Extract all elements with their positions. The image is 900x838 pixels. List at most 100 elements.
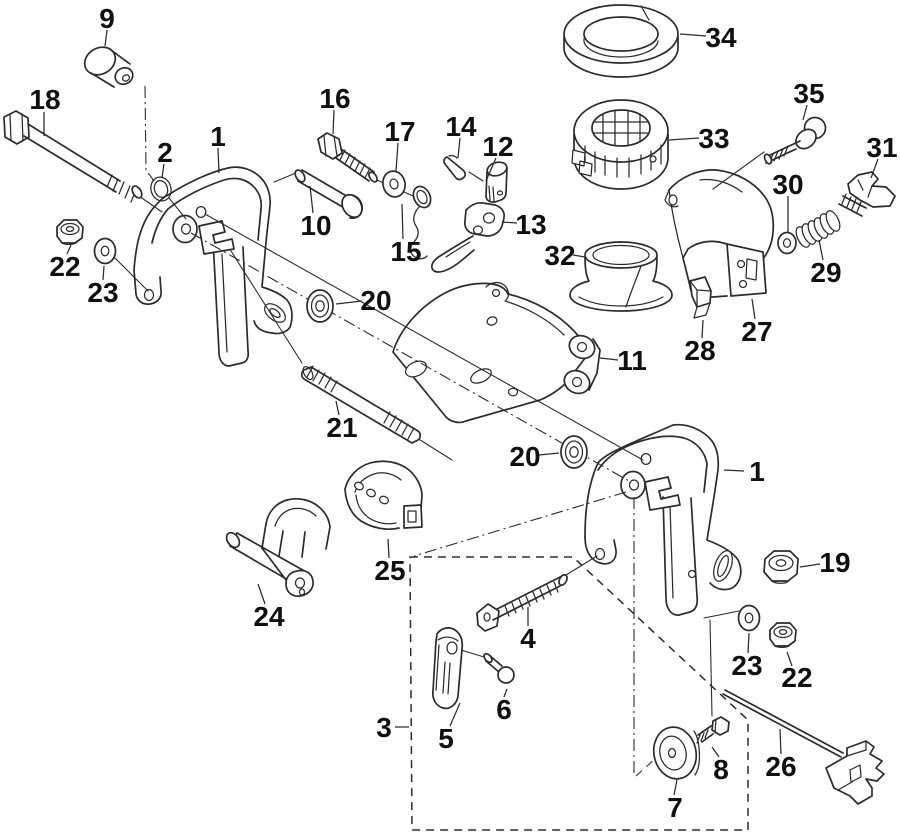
hex-bolt (317, 132, 378, 183)
callout-leader-31 (870, 158, 879, 179)
clamp-pad-disc (652, 726, 700, 780)
part-callout-4: 4 (520, 623, 536, 654)
callout-leader-22 (786, 651, 793, 667)
callout-leader-7 (673, 779, 678, 796)
callout-leader-25 (387, 538, 390, 559)
part-callout-20: 20 (509, 441, 540, 472)
part-callout-1: 1 (749, 456, 765, 487)
half-clamp (344, 460, 423, 531)
washer-17 (382, 170, 406, 198)
part-callout-19: 19 (819, 547, 850, 578)
nut-19 (763, 550, 799, 584)
pivot-screw (294, 169, 363, 220)
callout-leader-21 (335, 400, 340, 416)
callout-leader-2 (161, 163, 165, 179)
part-callout-28: 28 (684, 335, 715, 366)
rubber-mount (571, 99, 669, 190)
washer-23-left (93, 237, 117, 265)
callout-leader-29 (818, 239, 824, 261)
part-callout-22: 22 (781, 662, 812, 693)
callout-leader-13 (501, 221, 518, 224)
part-callout-25: 25 (374, 555, 405, 586)
part-callout-13: 13 (515, 209, 546, 240)
callout-leader-23 (102, 265, 105, 281)
transom-bracket-piece (225, 497, 331, 597)
part-callout-15: 15 (390, 236, 421, 267)
tilt-rod (722, 689, 885, 805)
clamp-bracket-starboard (584, 423, 742, 616)
part-callout-11: 11 (617, 345, 647, 376)
part-callout-26: 26 (765, 751, 796, 782)
adjust-bolt-35 (763, 116, 827, 165)
part-callout-5: 5 (438, 723, 454, 754)
callout-leader-14 (457, 137, 461, 159)
callout-leader-12 (485, 157, 497, 182)
nut-22-left (56, 219, 84, 246)
callout-leader-32 (572, 254, 586, 258)
clamp-screw-stud (476, 574, 568, 632)
part-callout-27: 27 (741, 316, 772, 347)
mount-cup-lower (569, 241, 673, 312)
nut-22-right (769, 622, 797, 649)
callout-leader-6 (503, 688, 508, 698)
callout-leader-19 (799, 563, 821, 568)
part-callout-8: 8 (713, 754, 729, 785)
callout-leader-11 (599, 357, 619, 361)
part-callout-12: 12 (482, 131, 513, 162)
part-callout-3: 3 (376, 712, 392, 743)
part-callout-33: 33 (698, 123, 729, 154)
washer-23-right (737, 604, 761, 632)
callout-leader-28 (701, 319, 704, 339)
part-callout-22: 22 (49, 251, 80, 282)
spring-29 (795, 210, 841, 248)
pad-bolt (696, 716, 730, 744)
washer-30 (777, 231, 797, 255)
spacer-cylinder (485, 161, 508, 204)
part-callout-23: 23 (731, 650, 762, 681)
callout-leader-10 (309, 185, 314, 214)
callout-leader-22 (66, 244, 72, 255)
part-callout-7: 7 (667, 792, 683, 823)
part-callout-9: 9 (99, 3, 115, 34)
lever-spring-clip (409, 185, 432, 260)
part-callout-16: 16 (319, 83, 350, 114)
part-callout-1: 1 (210, 121, 226, 152)
grommet-20-upper (306, 289, 334, 323)
callout-leader-23 (747, 632, 750, 654)
callout-leader-33 (668, 137, 700, 141)
part-callout-23: 23 (87, 277, 118, 308)
swivel-bracket (392, 281, 601, 424)
clamp-pad-lever (432, 627, 464, 710)
part-callout-32: 32 (544, 240, 575, 271)
part-callout-6: 6 (496, 694, 512, 725)
part-callout-24: 24 (253, 601, 285, 632)
part-callout-29: 29 (810, 257, 841, 288)
callout-leader-20 (335, 300, 363, 305)
mount-ring-upper (563, 4, 679, 78)
part-callout-10: 10 (300, 210, 331, 241)
callout-leader-20 (538, 452, 560, 456)
swivel-housing (664, 169, 775, 298)
tilt-tube (300, 365, 422, 444)
part-callout-17: 17 (384, 116, 415, 147)
part-callout-14: 14 (445, 111, 477, 142)
part-callout-21: 21 (326, 412, 357, 443)
o-ring (150, 176, 172, 202)
part-callout-20: 20 (360, 285, 391, 316)
callout-leader-8 (711, 746, 720, 758)
clamp-bracket-port (133, 166, 293, 367)
steering-lever (430, 201, 505, 273)
callout-leader-15 (401, 203, 404, 240)
construction-lines (112, 85, 765, 831)
callout-leader-27 (751, 298, 756, 320)
part-callout-31: 31 (866, 132, 897, 163)
callout-leader-16 (332, 109, 335, 135)
part-callout-2: 2 (157, 137, 173, 168)
pad-pin (483, 652, 515, 684)
callout-leader-26 (779, 728, 782, 755)
grommet-20-lower (560, 435, 588, 469)
callout-leader-9 (104, 29, 108, 47)
